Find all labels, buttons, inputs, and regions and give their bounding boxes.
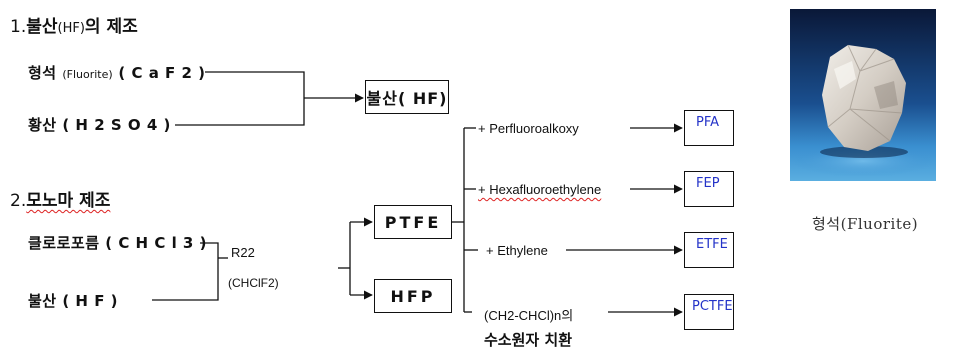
fluorite-label: 형석 (Fluorite) ( C a F 2 ) <box>28 62 206 83</box>
chloroform-name: 클로로포름 <box>28 234 100 252</box>
branch-pfa-text: + Perfluoroalkoxy <box>478 121 579 136</box>
ptfe-box: PTFE <box>374 205 452 239</box>
hf-input-formula: ( H F ) <box>62 292 119 310</box>
photo-caption: 형석(Fluorite) <box>812 215 919 233</box>
ptfe-box-label: PTFE <box>384 212 442 232</box>
product-etfe: ETFE <box>684 232 734 268</box>
fluorite-photo <box>790 9 936 181</box>
r22-label: R22 <box>231 245 255 260</box>
product-fep-label: FEP <box>696 176 720 191</box>
chloroform-label: 클로로포름 ( C H C l 3 ) <box>28 232 207 253</box>
hf-input-name: 불산 <box>28 292 57 310</box>
product-etfe-label: ETFE <box>696 237 728 252</box>
sulfuric-label: 황산 ( H 2 S O 4 ) <box>28 114 171 135</box>
sulfuric-name: 황산 <box>28 116 57 134</box>
section1-title-paren: (HF) <box>57 21 85 36</box>
fluorite-formula: ( C a F 2 ) <box>118 64 206 82</box>
fluorite-paren: (Fluorite) <box>62 68 113 81</box>
branch-label-pfa: + Perfluoroalkoxy <box>478 121 579 136</box>
branch-fep-text: + Hexafluoroethylene <box>478 182 602 197</box>
product-pfa: PFA <box>684 110 734 146</box>
section1-heading: 1.불산(HF)의 제조 <box>10 12 138 37</box>
hf-box: 불산( HF) <box>365 80 449 114</box>
product-fep: FEP <box>684 171 734 207</box>
sulfuric-formula: ( H 2 S O 4 ) <box>62 116 171 134</box>
branch-label-etfe: + Ethylene <box>486 243 548 258</box>
section2-heading: 2.모노마 제조 <box>10 186 110 211</box>
section1-title-b: 의 제조 <box>84 17 138 37</box>
product-pctfe: PCTFE <box>684 294 734 330</box>
section2-number: 2. <box>10 191 27 211</box>
r22-formula: (CHClF2) <box>228 276 279 290</box>
chloroform-formula: ( C H C l 3 ) <box>105 234 207 252</box>
section1-title-a: 불산 <box>26 17 58 37</box>
hfp-box: HFP <box>374 279 452 313</box>
branch-label-pctfe: (CH2-CHCl)n의 <box>484 308 574 323</box>
fluorite-crystal-image <box>790 9 936 181</box>
fluorite-name: 형석 <box>28 64 57 82</box>
branch-label-pctfe-line2: 수소원자 치환 <box>484 331 573 349</box>
section1-number: 1. <box>10 17 27 37</box>
hf-box-label: 불산( HF) <box>366 89 448 108</box>
hfp-box-label: HFP <box>390 286 436 306</box>
product-pfa-label: PFA <box>696 115 720 130</box>
section2-title: 모노마 제조 <box>26 191 111 211</box>
product-pctfe-label: PCTFE <box>692 299 733 314</box>
hf-input-label: 불산 ( H F ) <box>28 290 118 311</box>
branch-label-fep: + Hexafluoroethylene <box>478 182 601 197</box>
chloroform-connector <box>152 242 219 301</box>
